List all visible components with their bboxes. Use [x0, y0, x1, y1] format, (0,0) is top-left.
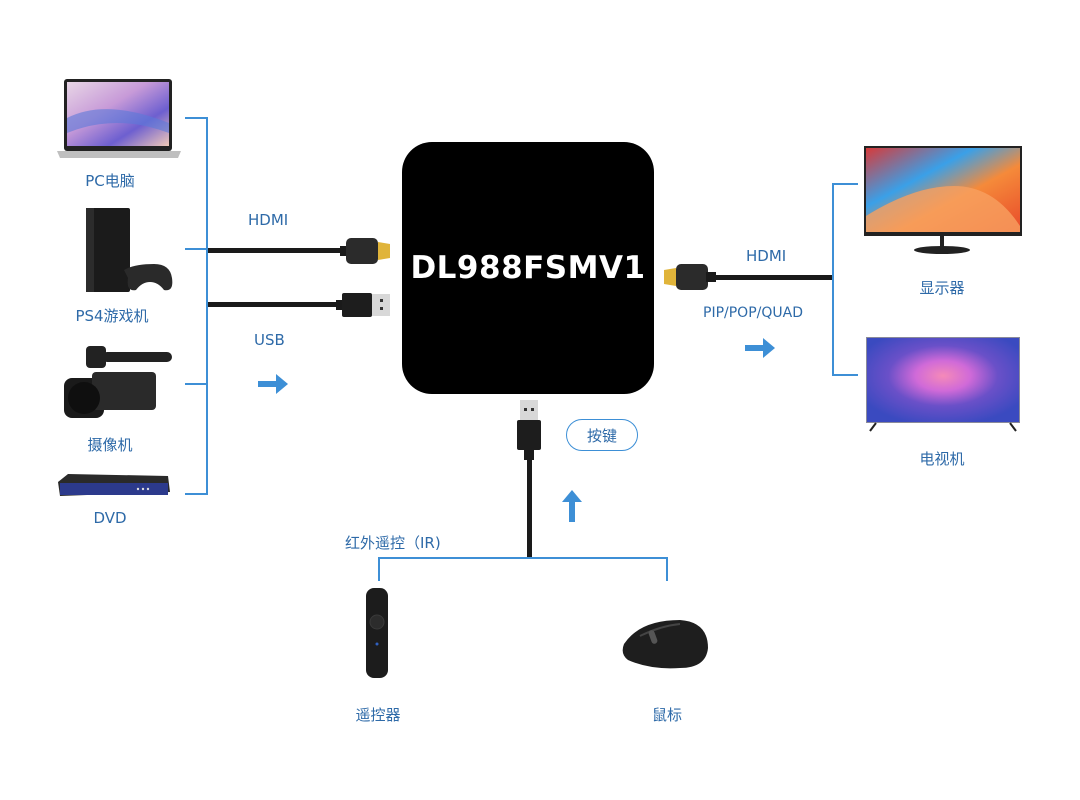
control-label-remote: 遥控器: [355, 706, 401, 724]
source-label-dvd: DVD: [93, 509, 127, 527]
control-label-mouse: 鼠标: [651, 706, 682, 724]
output-hdmi-cable: [714, 275, 834, 280]
display-label-monitor: 显示器: [919, 279, 965, 297]
control-bracket-tick-2: [666, 557, 668, 581]
monitor-icon: [864, 146, 1022, 254]
display-bracket-vertical: [832, 183, 834, 376]
control-bracket-tick-1: [378, 557, 380, 581]
usb-connector-down-icon: [517, 400, 541, 460]
arrow-right-icon: [258, 374, 288, 394]
display-bracket-tick-1: [832, 183, 858, 185]
input-hdmi-label: HDMI: [248, 211, 289, 229]
source-label-ps4: PS4游戏机: [75, 307, 149, 325]
source-bracket-vertical: [206, 117, 208, 495]
output-mode-label: PIP/POP/QUAD: [703, 305, 803, 321]
arrow-right-icon: [745, 338, 775, 358]
control-cable: [527, 458, 532, 558]
remote-control-icon: [366, 588, 388, 678]
hub-device: DL988FSMV1: [402, 142, 654, 394]
game-console-icon: [86, 208, 173, 292]
input-usb-cable: [208, 302, 342, 307]
source-bracket-tick-2: [185, 248, 207, 250]
laptop-icon: [57, 79, 181, 158]
dvd-player-icon: [58, 474, 170, 496]
source-bracket-tick-1: [185, 117, 207, 119]
hub-model-label: DL988FSMV1: [410, 250, 646, 286]
arrow-up-icon: [562, 490, 582, 522]
camcorder-icon: [64, 346, 172, 418]
source-bracket-tick-4: [185, 493, 207, 495]
display-label-tv: 电视机: [919, 450, 965, 468]
key-button-badge: 按键: [566, 419, 638, 451]
input-hdmi-cable: [208, 248, 344, 253]
source-label-camcorder: 摄像机: [87, 436, 133, 454]
hdmi-connector-out-icon: [664, 264, 716, 290]
usb-connector-icon: [336, 293, 390, 317]
input-usb-label: USB: [254, 331, 285, 349]
source-label-pc: PC电脑: [85, 172, 135, 190]
source-bracket-tick-3: [185, 383, 207, 385]
mouse-icon: [622, 620, 708, 669]
hdmi-connector-icon: [340, 238, 390, 264]
output-hdmi-label: HDMI: [746, 247, 787, 265]
control-bracket-horizontal: [378, 557, 668, 559]
ir-label: 红外遥控（IR): [345, 534, 441, 552]
display-bracket-tick-2: [832, 374, 858, 376]
tv-icon: [866, 337, 1020, 432]
